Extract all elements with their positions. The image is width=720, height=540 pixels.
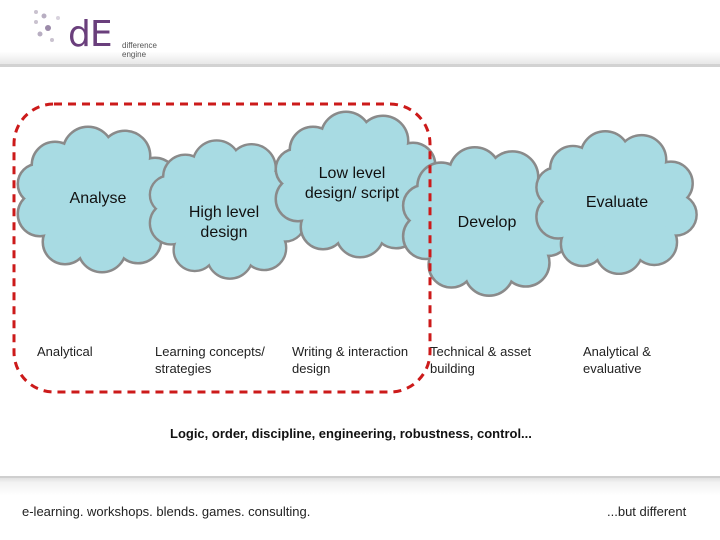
- logo: dE difference engine: [30, 8, 170, 59]
- summary-text: Logic, order, discipline, engineering, r…: [170, 426, 532, 441]
- cloud-high-level-design: [151, 142, 304, 278]
- header-band: [0, 0, 720, 66]
- lane-label-analytical: Analytical: [37, 344, 93, 359]
- cloud-evaluate: [538, 132, 696, 272]
- highlight-box: [12, 102, 432, 394]
- cloud-label-develop: Develop: [457, 214, 517, 231]
- cloud-label-high-level-design: High level design: [188, 204, 260, 241]
- cloud-low-level-design: [277, 113, 438, 256]
- header-divider: [0, 64, 720, 67]
- cloud-label-low-level-design: Low level design/ script: [304, 165, 400, 202]
- footer-divider: [0, 476, 720, 478]
- footer-services: e-learning. workshops. blends. games. co…: [22, 504, 311, 519]
- lane-label-analytical-evaluative: Analytical & evaluative: [583, 344, 651, 376]
- footer-band: [0, 476, 720, 540]
- lane-label-learning-concepts: Learning concepts/ strategies: [155, 344, 265, 376]
- cloud-analyse: [19, 128, 180, 271]
- logo-dots-icon: [34, 10, 60, 42]
- cloud-label-analyse: Analyse: [69, 190, 127, 207]
- cloud-label-evaluate: Evaluate: [585, 194, 649, 211]
- cloud-develop: [404, 149, 568, 295]
- footer-tagline: ...but different: [607, 504, 687, 519]
- lane-label-writing-interaction: Writing & interaction design: [292, 344, 409, 376]
- logo-mark: dE: [68, 14, 113, 55]
- logo-tagline: difference engine: [122, 41, 157, 59]
- lane-label-technical-asset: Technical & asset building: [430, 344, 532, 376]
